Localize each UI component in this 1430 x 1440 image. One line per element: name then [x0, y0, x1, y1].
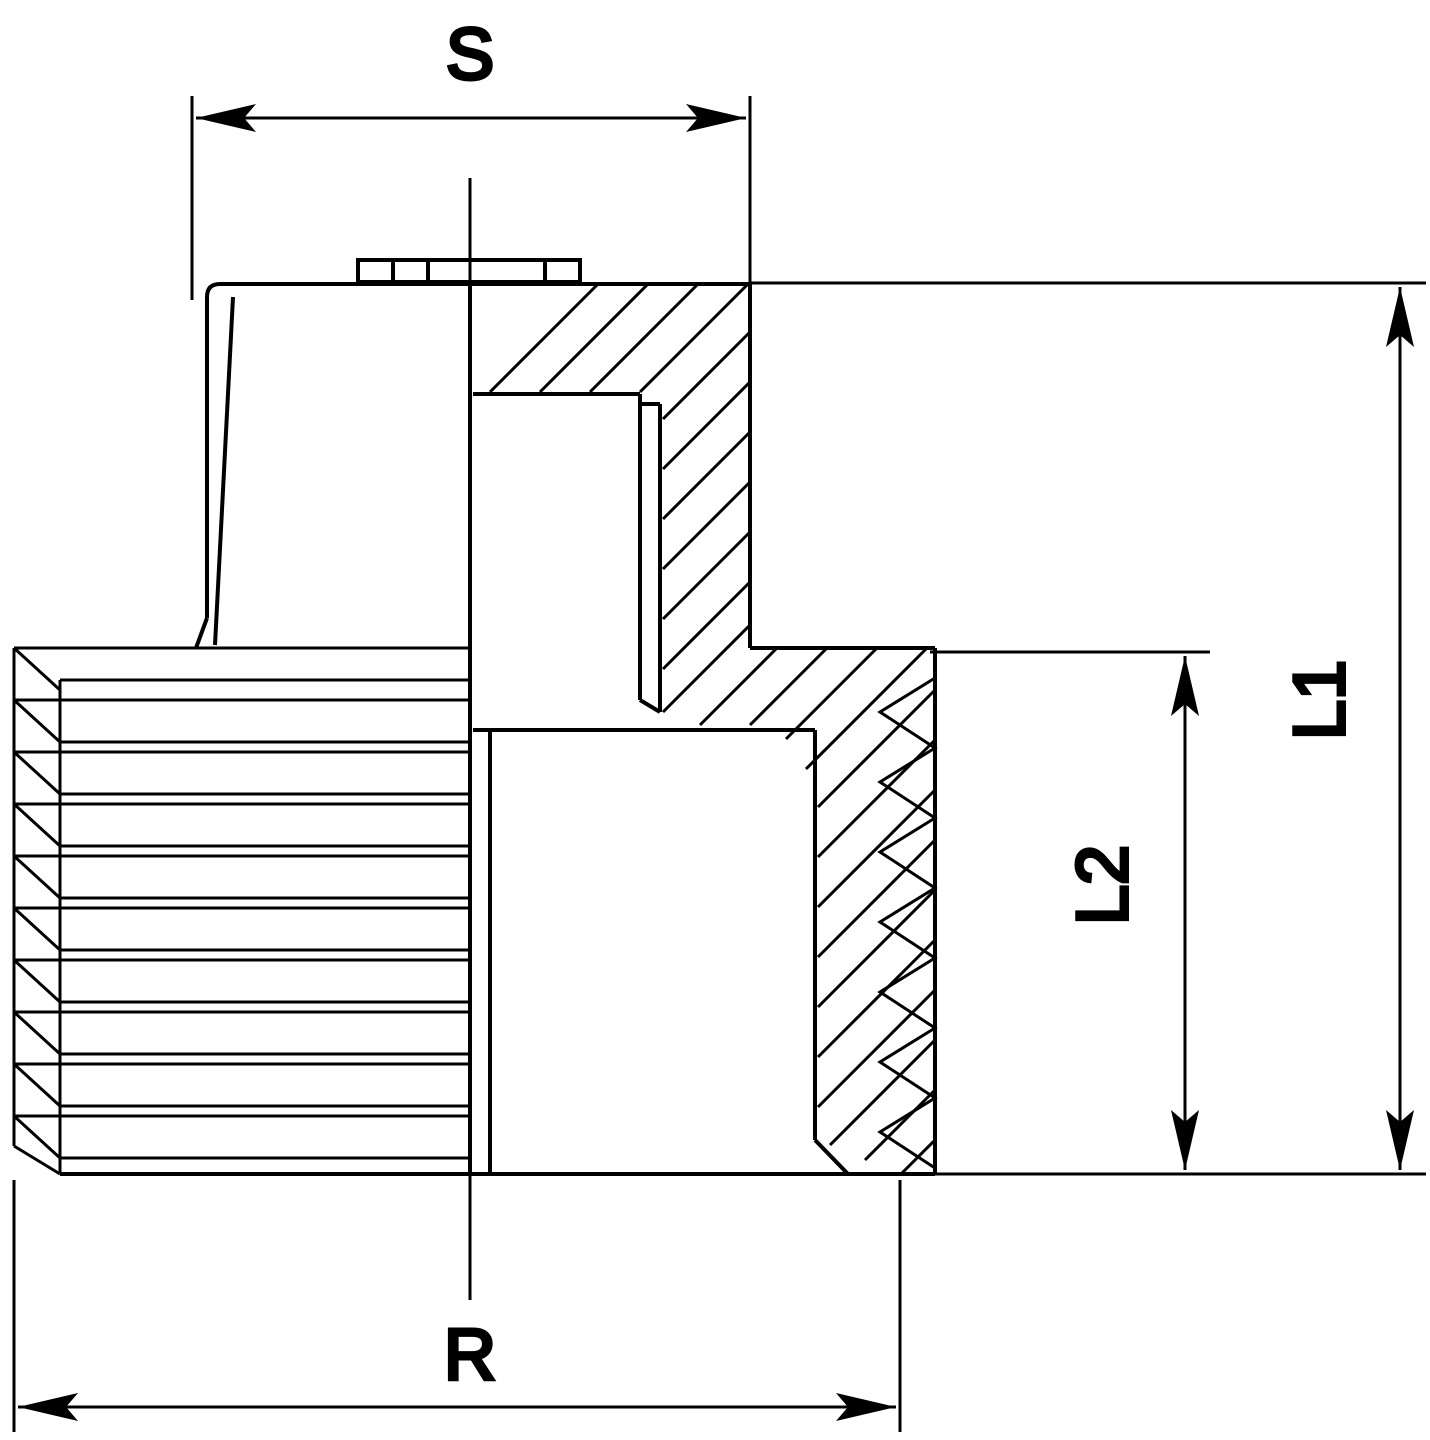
dimension-label-S: S: [446, 15, 494, 95]
dimension-L2: L2: [930, 650, 1210, 1176]
head-top-slot-detail: [356, 258, 582, 284]
internal-thread-profile: [877, 676, 938, 1170]
plug-shank-outline: [60, 648, 937, 1176]
dimension-R: R: [12, 1180, 902, 1432]
dimension-label-L1: L1: [1280, 660, 1360, 740]
dimension-L1: L1: [750, 281, 1426, 1176]
external-thread-profile: [12, 646, 470, 1176]
inner-bore-section: [468, 284, 815, 732]
dimension-label-L2: L2: [1063, 845, 1143, 925]
dimension-label-R: R: [444, 1315, 496, 1395]
dimension-S: S: [190, 13, 752, 300]
section-hatching-head: [488, 282, 937, 1177]
plug-head-outline: [194, 282, 935, 650]
